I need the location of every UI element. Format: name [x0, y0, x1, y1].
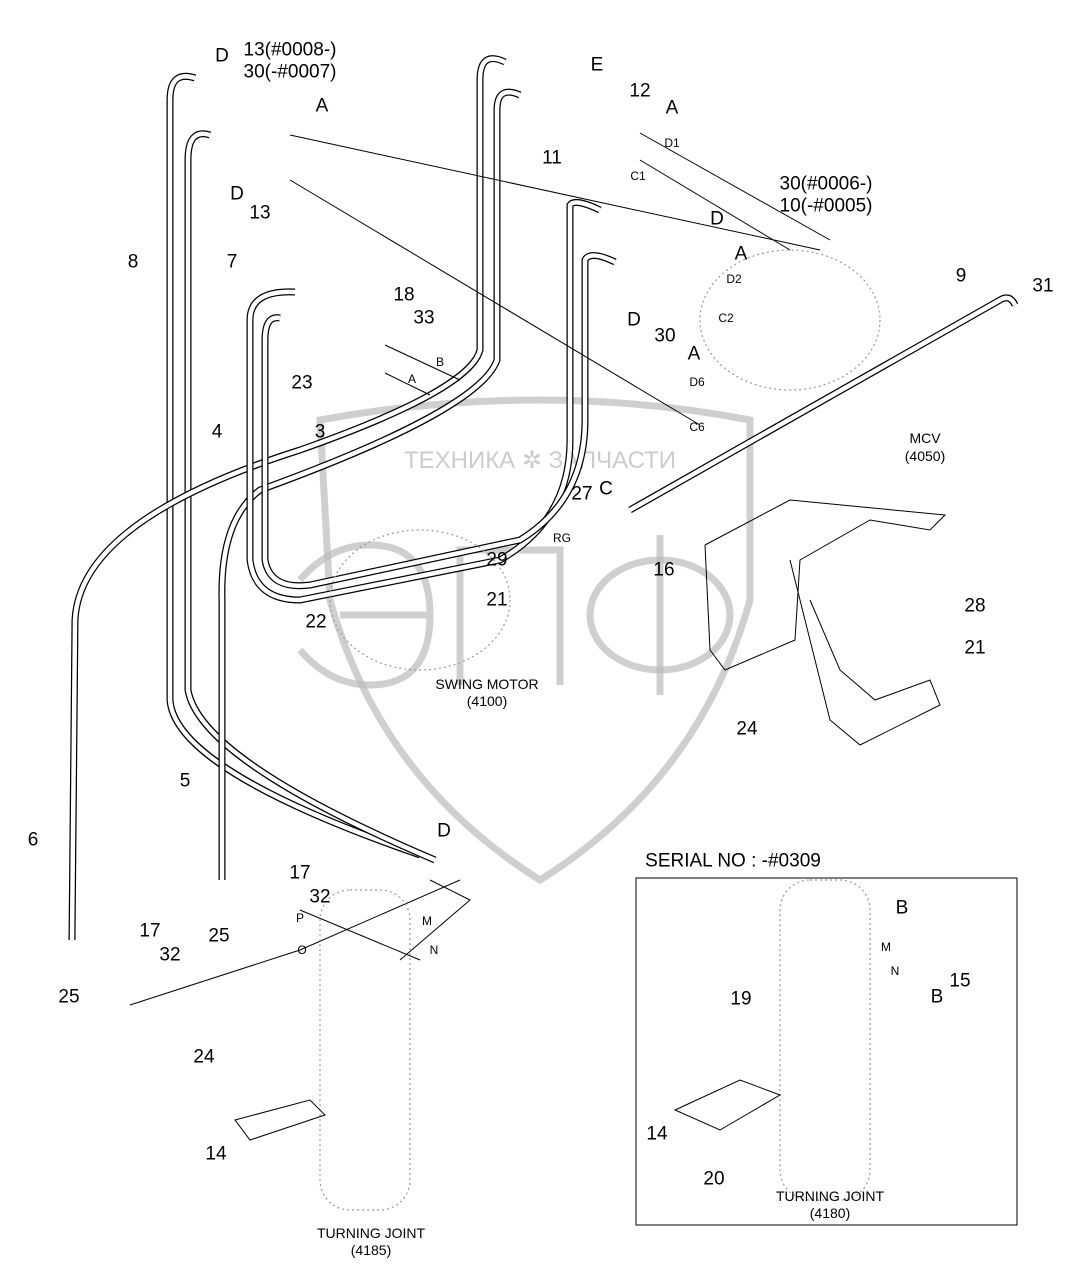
callout: 31	[1032, 275, 1054, 297]
callout: 30	[654, 325, 676, 347]
callout: A	[407, 372, 417, 386]
callout: D2	[726, 272, 742, 286]
callout: C	[599, 478, 613, 500]
plate-14	[234, 1099, 326, 1141]
callout: 21	[486, 589, 508, 611]
mcv-bracket	[704, 499, 947, 746]
callout: B	[895, 897, 909, 919]
callout: P	[295, 911, 305, 925]
component-label: SWING MOTOR	[435, 676, 539, 692]
callout: 25	[58, 986, 80, 1008]
callout: 23	[291, 372, 313, 394]
component-label: (4100)	[466, 693, 508, 709]
callout: 14	[205, 1143, 227, 1165]
callout: 22	[305, 611, 327, 633]
callout: 28	[964, 595, 986, 617]
callout: 30(-#0007)	[243, 61, 337, 83]
callout: B	[435, 355, 445, 369]
callout: 13(#0008-)	[243, 39, 337, 61]
callout: E	[590, 54, 604, 76]
component-label: TURNING JOINT	[316, 1225, 426, 1241]
callout: 16	[653, 559, 675, 581]
callout: D6	[689, 375, 705, 389]
callout: 10(-#0005)	[779, 195, 873, 217]
callout: 20	[703, 1168, 725, 1190]
callout: 24	[736, 718, 758, 740]
callout: D1	[664, 136, 680, 150]
component-outlines	[319, 249, 881, 1211]
leader-lines	[129, 132, 831, 1006]
callout: 24	[193, 1046, 215, 1068]
component-label: MCV	[909, 430, 941, 446]
inset-title: SERIAL NO : -#0309	[645, 850, 821, 872]
plate-14-inset	[673, 1079, 782, 1131]
callout: 7	[226, 251, 238, 273]
callout: 8	[127, 251, 139, 273]
callout: 5	[179, 770, 191, 792]
callout: 6	[27, 829, 39, 851]
callout: A	[687, 343, 701, 365]
callout: RG	[553, 531, 571, 545]
callout: D	[710, 208, 724, 230]
inset-frame	[635, 877, 1018, 1226]
callout: 17	[139, 920, 161, 942]
callout: C1	[630, 169, 646, 183]
callout: 12	[629, 80, 651, 102]
callout: A	[665, 97, 679, 119]
callout: D	[230, 183, 244, 205]
component-label: (4185)	[350, 1242, 392, 1258]
component-label: (4180)	[809, 1205, 851, 1221]
callout: 33	[413, 307, 435, 329]
callout: C2	[718, 311, 734, 325]
callout: 32	[309, 886, 331, 908]
watermark-logo: ТЕХНИКА ✲ ЗАПЧАСТИ	[297, 396, 754, 885]
callout: C6	[689, 420, 705, 434]
callout: B	[930, 986, 944, 1008]
callout: N	[429, 943, 439, 957]
callout: N	[890, 964, 900, 978]
callout: 29	[486, 549, 508, 571]
callout: 11	[542, 147, 562, 169]
callout: M	[881, 940, 891, 954]
callout: 32	[159, 944, 181, 966]
callout: 18	[393, 284, 415, 306]
callout: 13	[249, 202, 271, 224]
callout: A	[315, 95, 329, 117]
callout: 3	[314, 421, 326, 443]
callout: A	[734, 243, 748, 265]
watermark-top-text: ТЕХНИКА ✲ ЗАПЧАСТИ	[404, 447, 676, 474]
component-label: TURNING JOINT	[775, 1188, 885, 1204]
callout: 14	[646, 1123, 668, 1145]
callout: 19	[730, 988, 752, 1010]
callout: D	[215, 45, 229, 67]
callout: 4	[211, 421, 223, 443]
callout: 27	[571, 483, 593, 505]
callout: 9	[955, 265, 967, 287]
callout: D	[627, 309, 641, 331]
hoses	[68, 55, 1019, 941]
callout: O	[297, 943, 307, 957]
callout: 30(#0006-)	[779, 173, 873, 195]
callout: M	[422, 914, 432, 928]
component-label: (4050)	[904, 448, 946, 464]
callout: 25	[208, 925, 230, 947]
callout: 15	[949, 970, 971, 992]
callout: 17	[289, 862, 311, 884]
callout: 21	[964, 637, 986, 659]
callout: D	[437, 820, 451, 842]
